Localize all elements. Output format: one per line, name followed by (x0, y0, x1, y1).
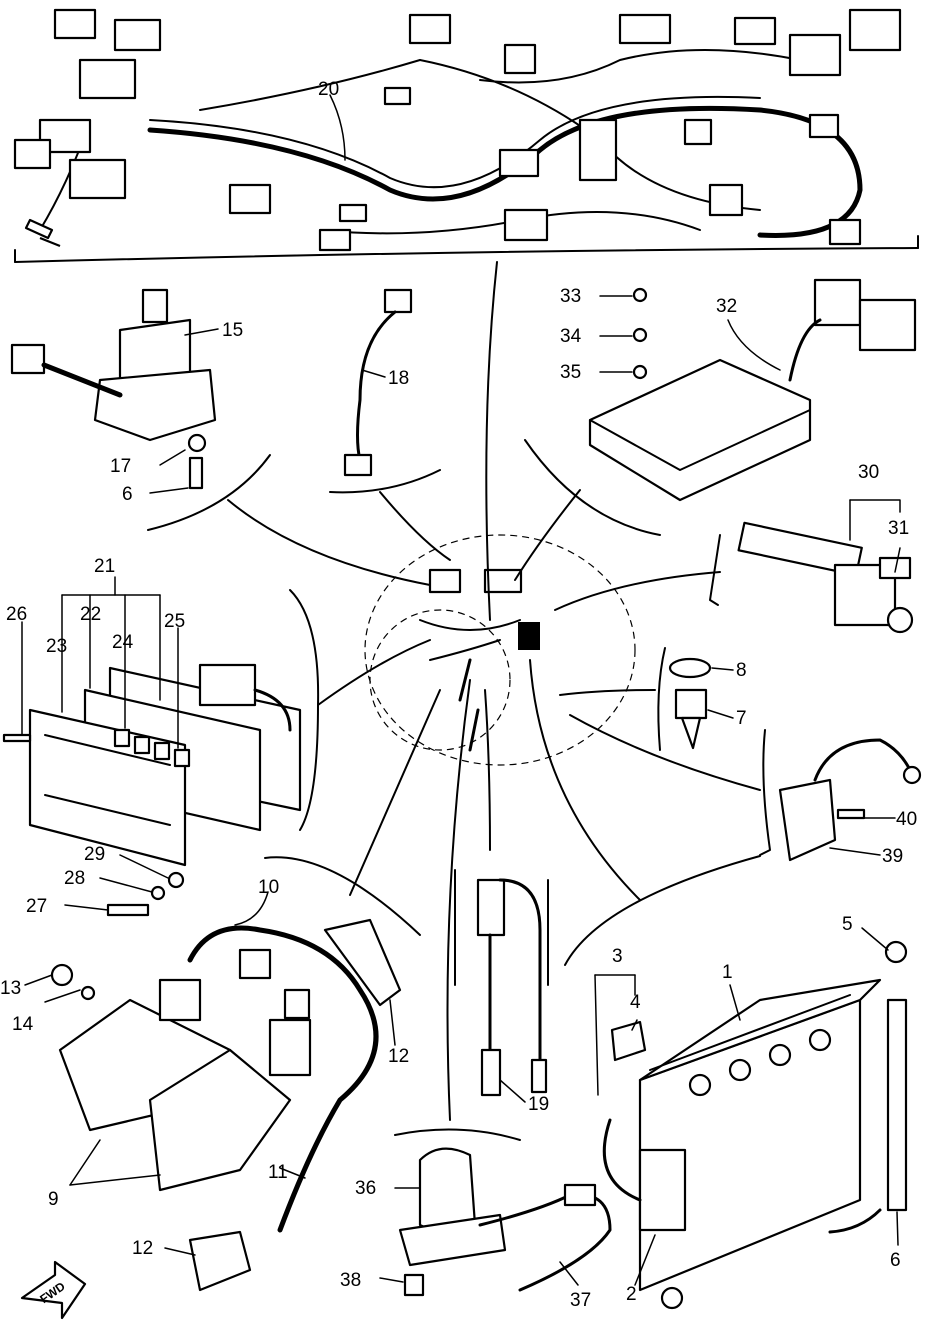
callout-9: 9 (48, 1189, 59, 1210)
callout-20: 20 (318, 79, 339, 100)
callout-33: 33 (560, 286, 581, 307)
callout-11: 11 (268, 1162, 288, 1183)
callout-37: 37 (570, 1290, 591, 1311)
callout-34: 34 (560, 326, 582, 347)
callout-13: 13 (0, 978, 21, 999)
callout-30: 30 (858, 462, 879, 483)
callout-23: 23 (46, 636, 67, 657)
callout-31: 31 (888, 518, 909, 539)
callout-22: 22 (80, 604, 101, 625)
callout-leaders (21, 94, 901, 1286)
callout-24: 24 (112, 632, 134, 653)
callout-10: 10 (258, 877, 279, 898)
leader-lines (227, 261, 761, 1121)
callout-17: 17 (110, 456, 131, 477)
callout-38: 38 (340, 1270, 361, 1291)
callout-28: 28 (64, 868, 85, 889)
callout-12a: 12 (388, 1046, 409, 1067)
starter-relay (398, 1147, 612, 1297)
callout-14: 14 (12, 1014, 34, 1035)
callout-26: 26 (6, 604, 27, 625)
callout-3: 3 (612, 946, 623, 967)
callout-labels: 20 15 17 6 18 33 34 35 32 30 31 8 7 21 2… (0, 79, 917, 1311)
callout-8: 8 (736, 660, 747, 681)
switch-19 (476, 878, 548, 1097)
callout-19: 19 (528, 1094, 549, 1115)
callout-25: 25 (164, 611, 185, 632)
relay (737, 521, 914, 634)
callout-5: 5 (842, 914, 853, 935)
callout-4: 4 (630, 992, 641, 1013)
fwd-arrow (20, 1260, 87, 1320)
callout-7: 7 (736, 708, 747, 729)
control-unit (588, 278, 917, 502)
callout-35: 35 (560, 362, 581, 383)
meter-unit (2, 663, 302, 917)
battery (602, 940, 908, 1310)
callout-21: 21 (94, 556, 115, 577)
callout-12b: 12 (132, 1238, 153, 1259)
switch-lead (343, 288, 413, 477)
main-switch (10, 288, 217, 490)
callout-15: 15 (222, 320, 243, 341)
callout-18: 18 (388, 368, 409, 389)
callout-40: 40 (896, 809, 917, 830)
callout-6b: 6 (890, 1250, 901, 1271)
ignition-coils (50, 918, 402, 1292)
callout-2: 2 (626, 1284, 637, 1305)
callout-29: 29 (84, 844, 105, 865)
horn-unit (778, 738, 922, 862)
callout-39: 39 (882, 846, 903, 867)
wire-harness (13, 8, 919, 263)
callout-1: 1 (722, 962, 733, 983)
callout-32: 32 (716, 296, 737, 317)
sensor (668, 657, 712, 750)
group-brackets (147, 439, 771, 1141)
callout-27: 27 (26, 896, 47, 917)
callout-6a: 6 (122, 484, 133, 505)
callout-36: 36 (355, 1178, 376, 1199)
connection-hub (364, 534, 636, 766)
